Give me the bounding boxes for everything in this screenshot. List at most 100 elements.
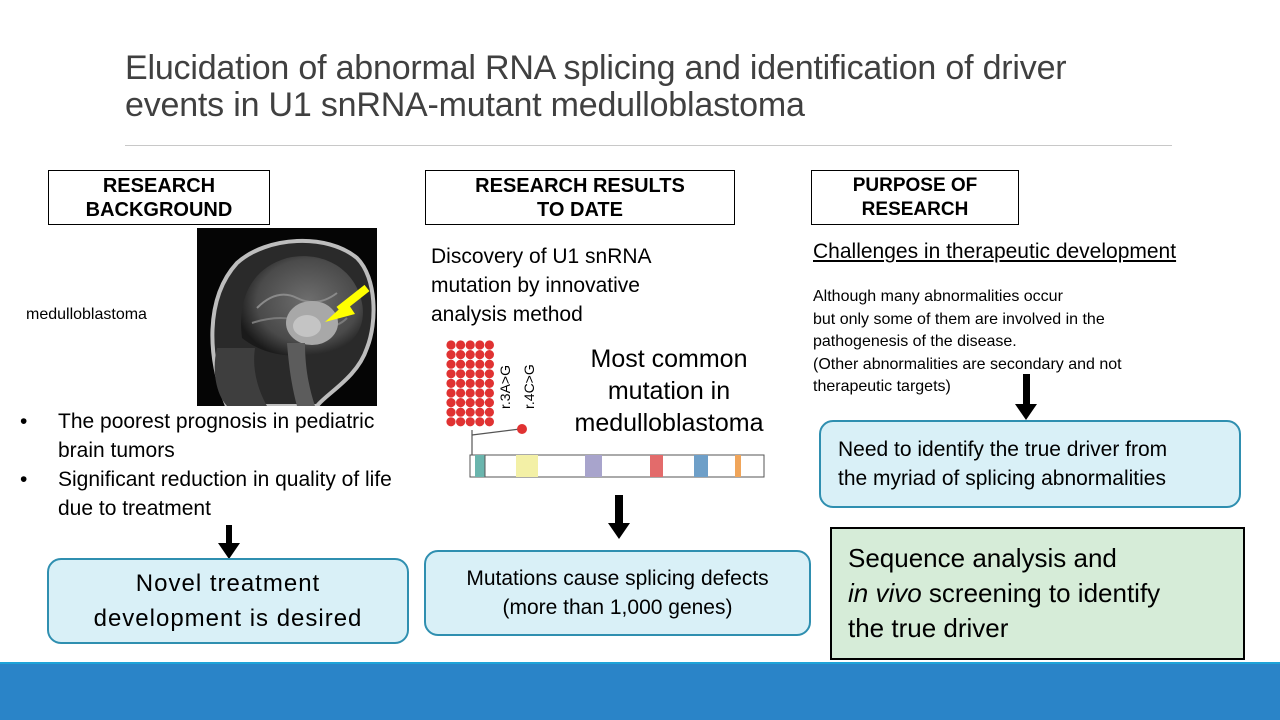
mutation-dot [446,378,456,388]
most-common-line-2: mutation in [607,377,731,405]
bullet-marker: • [20,468,28,491]
mutation-dot [465,340,475,350]
most-common-line-1: Most common [590,345,748,373]
mutation-dot [475,340,485,350]
mutation-dot [475,359,485,369]
in-vivo-italic: in vivo [848,578,922,608]
sequence-analysis-line-2: in vivo screening to identify [848,576,1243,611]
down-arrow-left-stem [226,525,232,545]
mutation-dot [475,350,485,360]
domain-orange [735,455,741,477]
research-background-header: RESEARCH BACKGROUND [48,170,270,225]
novel-treatment-line-2: development is desired [93,605,363,632]
mutation-dot [484,388,494,398]
mri-brain-image [197,228,377,406]
mutation-dot [484,378,494,388]
mutation-dot [475,378,485,388]
gene-track [469,454,765,478]
identify-driver-line-2: the myriad of splicing abnormalities [838,467,1166,490]
mutation-dot [465,359,475,369]
mutation-dot [484,350,494,360]
mutation-dot [465,398,475,408]
discovery-line-3: analysis method [431,303,583,326]
mutation-dot [456,417,466,427]
sequence-analysis-line-3: the true driver [848,613,1009,643]
bullet-item-quality-of-life: • Significant reduction in quality of li… [18,465,443,523]
mutation-dot [465,407,475,417]
mutation-dot [446,359,456,369]
mutation-dot [446,407,456,417]
mutation-dot [456,388,466,398]
mutation-dot [446,350,456,360]
background-bullet-list: • The poorest prognosis in pediatric bra… [18,407,443,523]
mutation-dot [456,350,466,360]
bullet-marker: • [20,410,28,433]
most-common-mutation-text: Most common mutation in medulloblastoma [560,343,778,439]
challenge-line: (Other abnormalities are secondary and n… [813,355,1122,373]
mutation-dot-single [517,424,527,434]
identify-driver-box: Need to identify the true driver from th… [819,420,1241,508]
lollipop-stem-b [471,428,521,436]
purpose-header-line-2: RESEARCH [861,198,969,220]
mutation-dot [475,398,485,408]
down-arrow-middle-stem [615,495,623,525]
domain-red [650,455,663,477]
down-arrow-left-icon [218,543,240,559]
mutation-dot [484,398,494,408]
mutation-dot [465,417,475,427]
mutation-label-r4cg: r.4C>G [521,364,537,409]
bullet-text: The poorest prognosis in pediatric [58,410,375,433]
mutation-dot [475,388,485,398]
mutation-dot [456,378,466,388]
mutation-dot [484,369,494,379]
splicing-defects-line-1: Mutations cause splicing defects [466,567,769,590]
mutation-dot [456,407,466,417]
mri-brain-illustration [197,228,377,406]
challenge-line: but only some of them are involved in th… [813,310,1105,328]
mutation-dot [446,417,456,427]
title-divider [125,145,1172,146]
mutation-dot [484,407,494,417]
research-background-header-line-2: BACKGROUND [85,198,233,221]
mutation-dot [456,369,466,379]
most-common-line-3: medulloblastoma [574,409,764,437]
bullet-text: due to treatment [58,497,211,520]
domain-yellow [516,455,538,477]
mutation-dot [465,369,475,379]
mutation-dot [446,398,456,408]
domain-teal [475,455,485,477]
splicing-defects-line-2: (more than 1,000 genes) [502,596,733,619]
challenge-line: therapeutic targets) [813,378,951,395]
page-title: Elucidation of abnormal RNA splicing and… [125,50,1205,124]
down-arrow-right-stem [1023,374,1030,406]
novel-treatment-box: Novel treatment development is desired [47,558,409,644]
challenges-title: Challenges in therapeutic development [813,240,1177,263]
discovery-line-2: mutation by innovative [431,274,640,297]
mutation-dot [456,398,466,408]
medulloblastoma-label: medulloblastoma [26,306,147,323]
footer-bar [0,664,1280,720]
domain-purple [585,455,602,477]
mutation-label-r3ag: r.3A>G [497,365,513,409]
mutation-dot [446,388,456,398]
challenges-description: Although many abnormalities occur but on… [813,286,1233,399]
mutation-dot [484,417,494,427]
bullet-text: brain tumors [58,439,175,462]
title-line-2: events in U1 snRNA-mutant medulloblastom… [125,86,805,124]
mutation-dot [446,340,456,350]
mutation-dot [475,417,485,427]
sequence-analysis-line-1: Sequence analysis and [848,543,1117,573]
research-results-header: RESEARCH RESULTS TO DATE [425,170,735,225]
mutation-dot-cluster [446,340,494,427]
sequence-analysis-box: Sequence analysis and in vivo screening … [830,527,1245,660]
mutation-dot [484,359,494,369]
challenge-line: Although many abnormalities occur [813,288,1063,305]
mutation-dot [475,369,485,379]
sequence-analysis-line-2-rest: screening to identify [921,578,1161,608]
splicing-defects-box: Mutations cause splicing defects (more t… [424,550,811,636]
discovery-text: Discovery of U1 snRNA mutation by innova… [431,242,652,329]
bullet-item-prognosis: • The poorest prognosis in pediatric bra… [18,407,443,465]
challenge-line: pathogenesis of the disease. [813,333,1017,350]
down-arrow-right-icon [1015,404,1037,420]
mutation-dot [446,369,456,379]
